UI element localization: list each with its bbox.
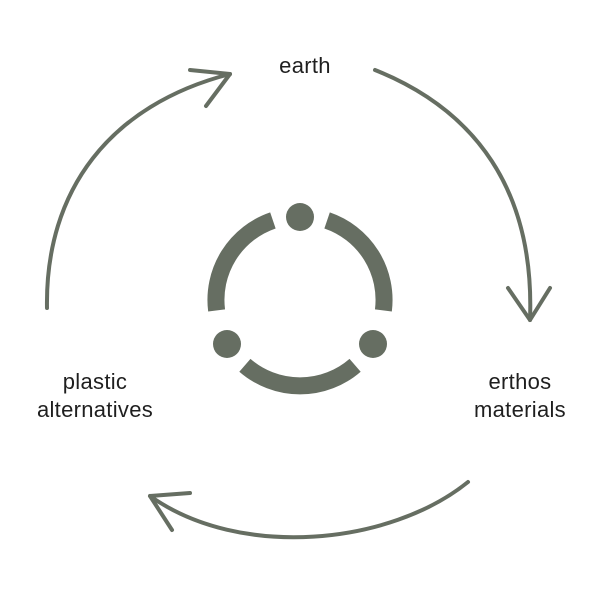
icon-dot	[359, 330, 387, 358]
arrowhead-left-icon	[148, 491, 192, 532]
arrow-earth-to-erthos	[373, 68, 552, 322]
arrow-shaft	[148, 480, 470, 540]
arrow-shaft	[44, 72, 232, 310]
node-label-line: erthos	[488, 369, 552, 394]
arrow-shaft	[373, 68, 533, 322]
arrowhead-right-icon	[188, 68, 232, 108]
recycle-circle-icon	[207, 203, 393, 395]
icon-arc-segment	[324, 212, 393, 312]
node-label-line: earth	[279, 53, 331, 78]
icon-dot	[213, 330, 241, 358]
node-label-line: alternatives	[36, 397, 154, 422]
node-label-line: materials	[474, 397, 566, 422]
arrowhead-down-icon	[506, 286, 552, 322]
icon-dot	[286, 203, 314, 231]
node-label-erthos-materials: erthos materials	[455, 368, 585, 424]
arrow-plastic-to-earth	[44, 68, 232, 310]
icon-arc-segment	[207, 212, 276, 312]
arrow-erthos-to-plastic	[148, 480, 470, 540]
node-label-earth: earth	[0, 52, 600, 80]
node-label-plastic-alternatives: plastic alternatives	[20, 368, 170, 424]
node-label-line: plastic	[62, 369, 128, 394]
icon-arc-segment	[239, 358, 361, 395]
